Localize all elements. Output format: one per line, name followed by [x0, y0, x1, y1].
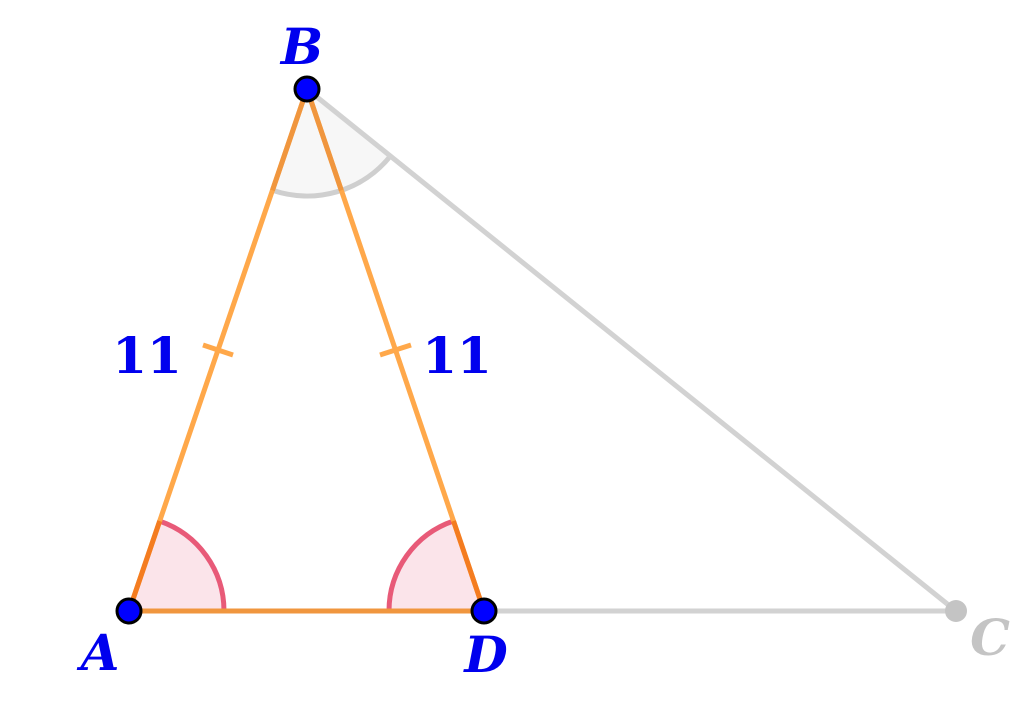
length-label-BD: 11 [422, 326, 492, 385]
label-C: C [970, 608, 1010, 667]
angle-B-marker [272, 89, 391, 197]
segment-AB-top [270, 88, 310, 192]
angle-A-arc [158, 518, 227, 612]
segment-DB-inner [451, 520, 487, 612]
segment-BC [305, 87, 958, 613]
length-label-AB: 11 [112, 326, 182, 385]
segment-DB-top [304, 88, 344, 192]
point-B[interactable] [293, 75, 321, 103]
point-D[interactable] [470, 597, 498, 625]
label-D: D [462, 625, 507, 684]
point-A[interactable] [115, 597, 143, 625]
angle-B-arc [271, 154, 393, 199]
point-C[interactable] [945, 600, 967, 622]
segment-AB-inner [126, 520, 163, 612]
label-A: A [77, 623, 120, 682]
angle-D-arc [386, 518, 455, 612]
tick-mark-DB [379, 342, 412, 358]
label-B: B [279, 17, 323, 76]
tick-mark-AB [202, 342, 234, 358]
